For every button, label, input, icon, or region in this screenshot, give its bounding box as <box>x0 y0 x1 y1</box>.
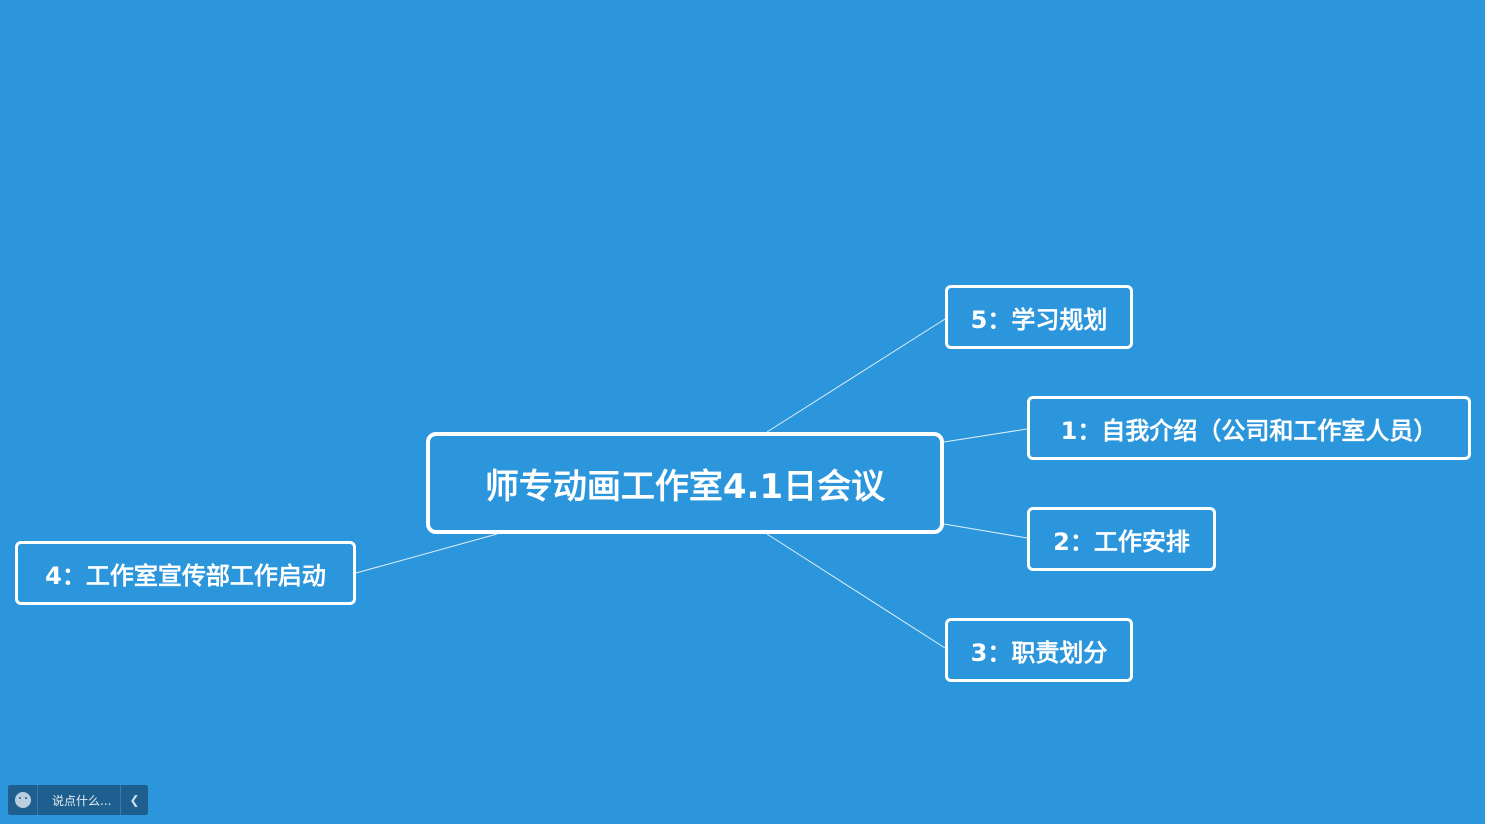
root-node[interactable]: 师专动画工作室4.1日会议 <box>426 432 944 534</box>
chat-bar: 说点什么... ❮ <box>8 785 148 815</box>
branch-node-4[interactable]: 4：工作室宣传部工作启动 <box>15 541 356 605</box>
branch-node-3[interactable]: 3：职责划分 <box>945 618 1133 682</box>
chevron-left-icon: ❮ <box>129 793 140 807</box>
link-root-to-3 <box>766 533 946 649</box>
link-root-to-5 <box>766 318 946 433</box>
emoji-button[interactable] <box>8 785 38 815</box>
collapse-button[interactable]: ❮ <box>120 785 148 815</box>
branch-node-2[interactable]: 2：工作安排 <box>1027 507 1216 571</box>
branch-node-1[interactable]: 1：自我介绍（公司和工作室人员） <box>1027 396 1471 460</box>
link-root-to-2 <box>943 523 1028 539</box>
smiley-icon <box>14 792 31 808</box>
link-root-to-4 <box>355 533 498 574</box>
chat-input[interactable]: 说点什么... <box>52 793 112 808</box>
branch-node-5[interactable]: 5：学习规划 <box>945 285 1133 349</box>
link-root-to-1 <box>943 428 1028 443</box>
